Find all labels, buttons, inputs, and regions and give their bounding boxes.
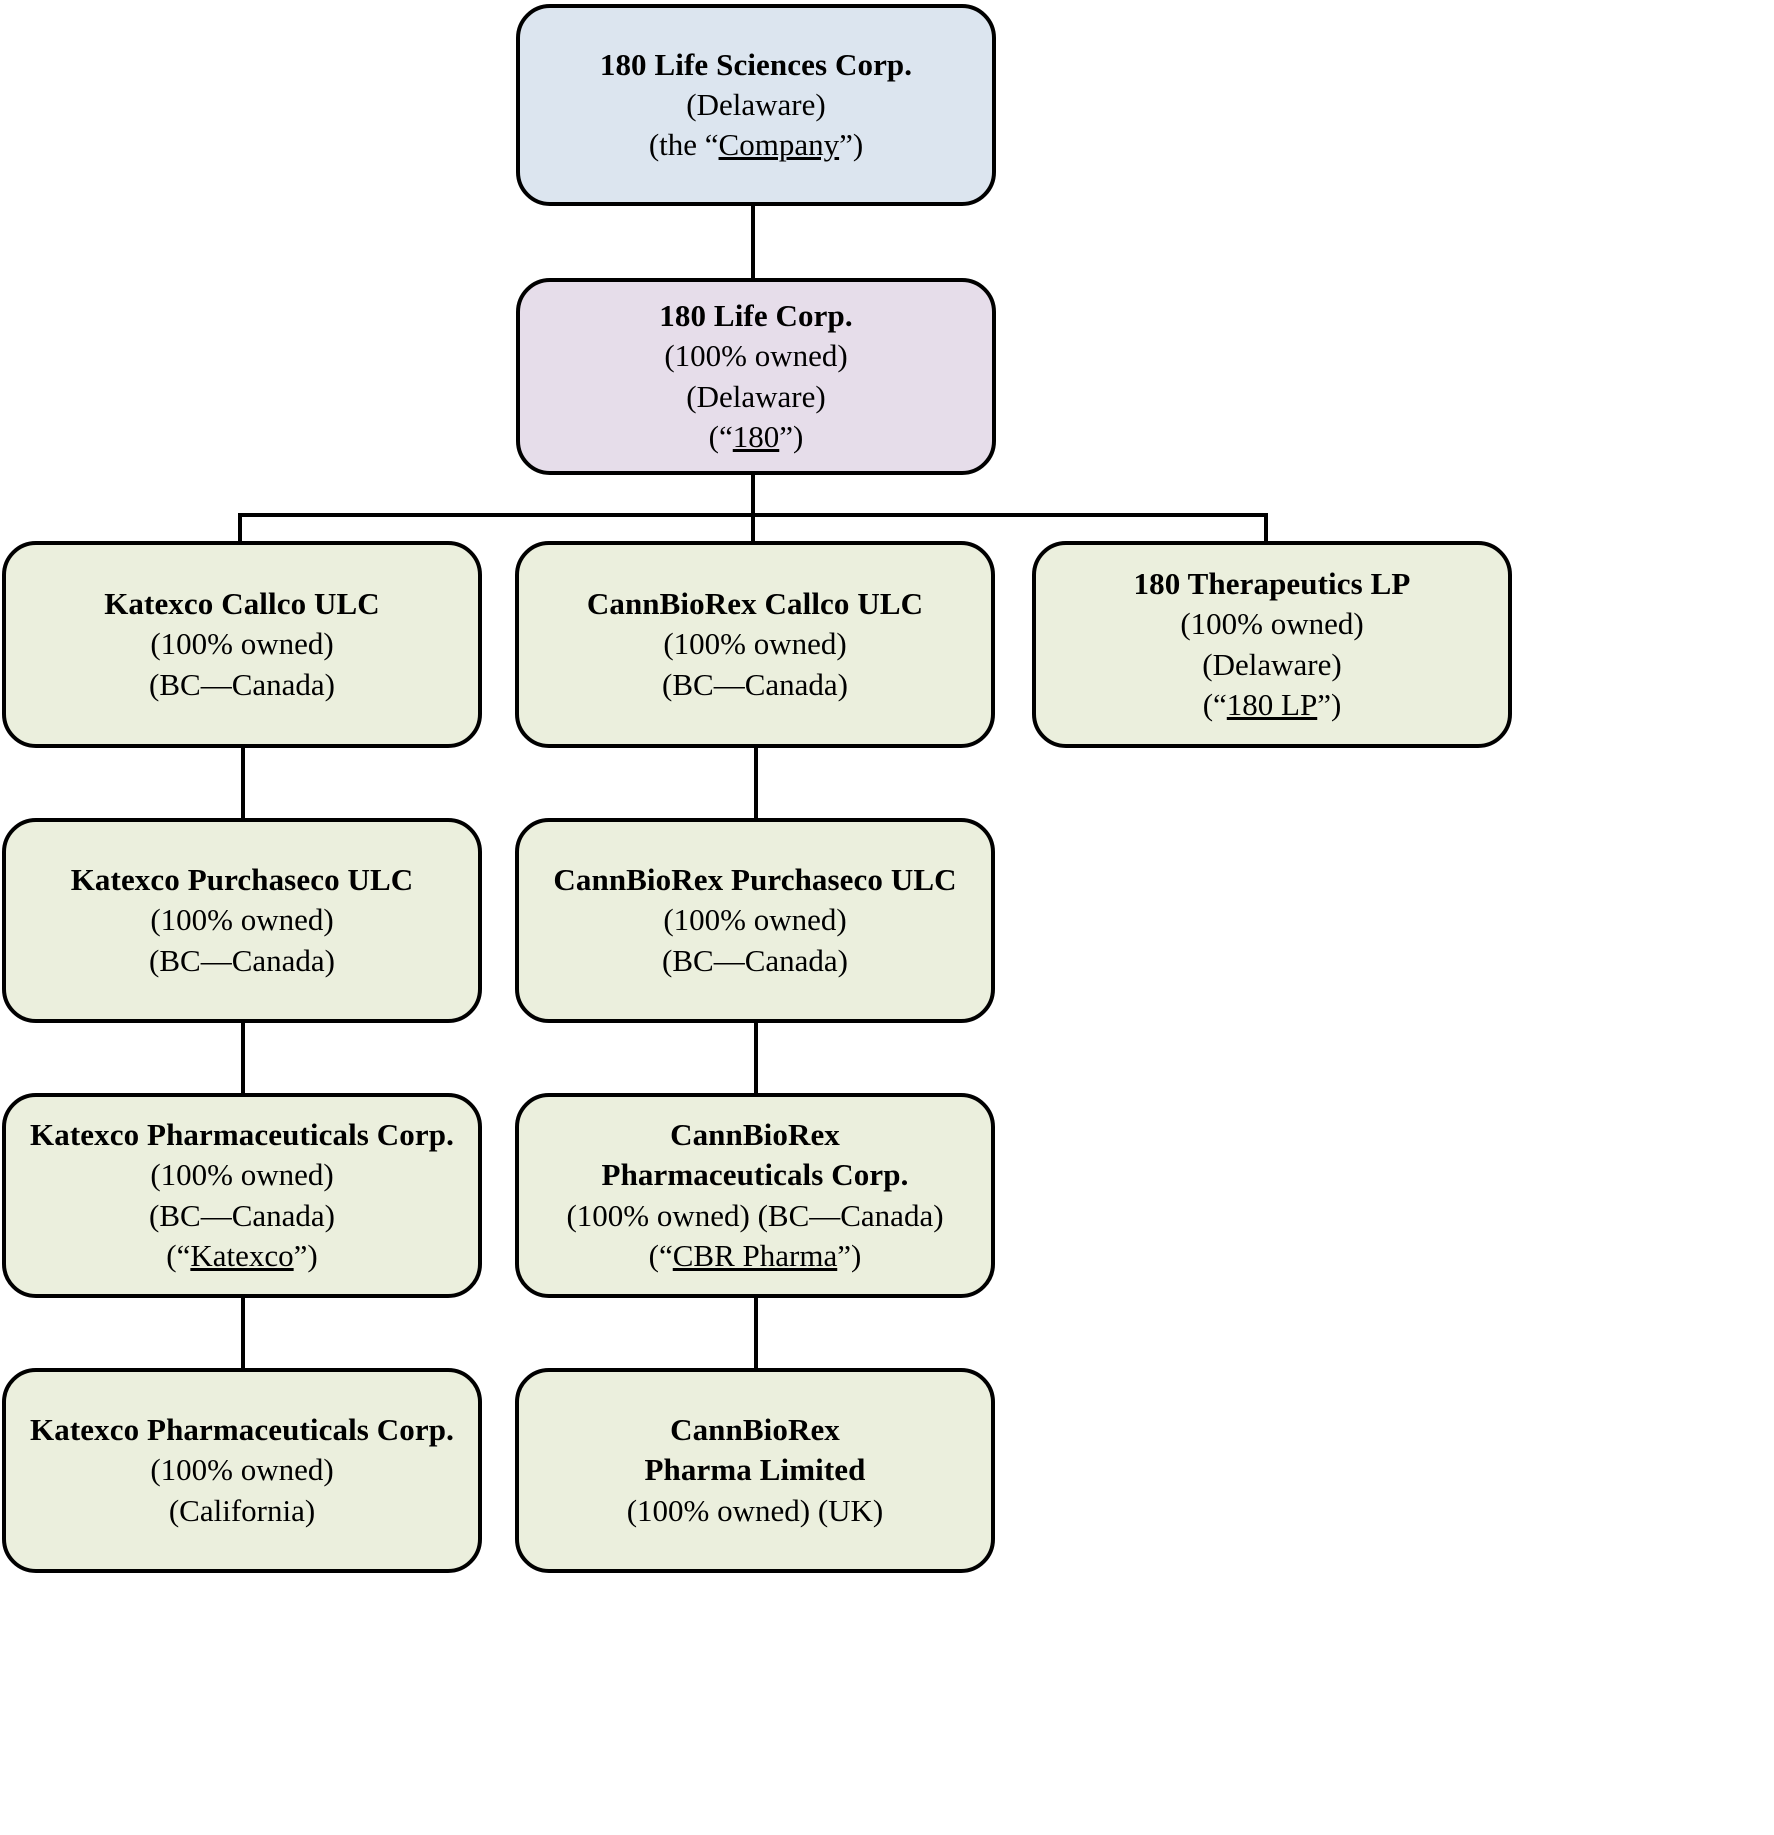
node-cannbiorex-callco-ulc[interactable]: CannBioRex Callco ULC (100% owned) (BC—C… bbox=[515, 541, 995, 748]
alias-suffix: ”) bbox=[779, 418, 804, 454]
node-title: CannBioRex Purchaseco ULC bbox=[553, 862, 957, 898]
node-title: Katexco Pharmaceuticals Corp. bbox=[30, 1412, 454, 1448]
connector-bus-to-katexco-callco bbox=[238, 513, 242, 543]
connector-cannbiorex-callco-to-purchaseco bbox=[754, 746, 758, 820]
node-jurisdiction: (BC—Canada) bbox=[149, 666, 335, 702]
node-ownership: (100% owned) bbox=[663, 626, 847, 662]
node-alias: (“180”) bbox=[709, 417, 804, 457]
node-katexco-pharmaceuticals-corp-bc[interactable]: Katexco Pharmaceuticals Corp. (100% owne… bbox=[2, 1093, 482, 1298]
node-title: 180 Therapeutics LP bbox=[1133, 565, 1411, 601]
alias-prefix: (the “ bbox=[648, 127, 719, 163]
node-180-therapeutics-lp[interactable]: 180 Therapeutics LP (100% owned) (Delawa… bbox=[1032, 541, 1512, 748]
alias-text: 180 bbox=[732, 418, 780, 454]
node-ownership: (100% owned) bbox=[150, 1157, 334, 1193]
alias-prefix: (“ bbox=[1202, 686, 1227, 722]
node-cannbiorex-pharmaceuticals-corp[interactable]: CannBioRex Pharmaceuticals Corp. (100% o… bbox=[515, 1093, 995, 1298]
node-ownership-jurisdiction: (100% owned) (BC—Canada) bbox=[566, 1197, 944, 1233]
node-ownership: (100% owned) bbox=[1180, 606, 1364, 642]
node-jurisdiction: (Delaware) bbox=[686, 86, 826, 122]
alias-suffix: ”) bbox=[293, 1237, 318, 1273]
connector-katexco-callco-to-purchaseco bbox=[241, 746, 245, 820]
connector-cannbiorex-purchaseco-to-pharma bbox=[754, 1021, 758, 1095]
node-ownership-jurisdiction: (100% owned) (UK) bbox=[626, 1492, 884, 1528]
node-cannbiorex-purchaseco-ulc[interactable]: CannBioRex Purchaseco ULC (100% owned) (… bbox=[515, 818, 995, 1023]
node-ownership: (100% owned) bbox=[150, 626, 334, 662]
node-title: 180 Life Corp. bbox=[659, 297, 853, 333]
node-title-line-1: CannBioRex bbox=[670, 1116, 840, 1152]
connector-bus-to-cannbiorex-callco bbox=[751, 513, 755, 543]
node-ownership: (100% owned) bbox=[150, 1452, 334, 1488]
node-jurisdiction: (Delaware) bbox=[1202, 646, 1342, 682]
alias-suffix: ”) bbox=[1317, 686, 1342, 722]
node-jurisdiction: (California) bbox=[168, 1492, 316, 1528]
connector-katexco-pharma-bc-to-pharma-ca bbox=[241, 1296, 245, 1370]
alias-prefix: (“ bbox=[166, 1237, 191, 1273]
connector-katexco-purchaseco-to-pharma-bc bbox=[241, 1021, 245, 1095]
alias-text: Company bbox=[718, 127, 840, 163]
node-alias: (“180 LP”) bbox=[1203, 685, 1342, 725]
connector-bus-to-therapeutics-lp bbox=[1264, 513, 1268, 543]
node-title: 180 Life Sciences Corp. bbox=[599, 46, 913, 82]
node-jurisdiction: (BC—Canada) bbox=[149, 1197, 335, 1233]
node-jurisdiction: (Delaware) bbox=[686, 378, 826, 414]
node-title-line-2: Pharma Limited bbox=[644, 1452, 866, 1488]
node-180-life-sciences-corp[interactable]: 180 Life Sciences Corp. (Delaware) (the … bbox=[516, 4, 996, 206]
node-title: Katexco Pharmaceuticals Corp. bbox=[30, 1116, 454, 1152]
node-title: Katexco Callco ULC bbox=[104, 586, 380, 622]
node-ownership: (100% owned) bbox=[663, 902, 847, 938]
connector-cannbiorex-pharma-to-pharma-ltd bbox=[754, 1296, 758, 1370]
alias-suffix: ”) bbox=[839, 127, 864, 163]
node-alias: (“Katexco”) bbox=[166, 1236, 317, 1276]
alias-text: 180 LP bbox=[1226, 686, 1318, 722]
node-jurisdiction: (BC—Canada) bbox=[149, 942, 335, 978]
alias-text: CBR Pharma bbox=[672, 1237, 838, 1273]
node-cannbiorex-pharma-limited[interactable]: CannBioRex Pharma Limited (100% owned) (… bbox=[515, 1368, 995, 1573]
alias-suffix: ”) bbox=[837, 1237, 862, 1273]
node-180-life-corp[interactable]: 180 Life Corp. (100% owned) (Delaware) (… bbox=[516, 278, 996, 475]
node-ownership: (100% owned) bbox=[150, 902, 334, 938]
alias-prefix: (“ bbox=[708, 418, 733, 454]
connector-root-to-life-corp bbox=[751, 204, 755, 280]
connector-life-corp-to-bus bbox=[751, 473, 755, 517]
node-katexco-purchaseco-ulc[interactable]: Katexco Purchaseco ULC (100% owned) (BC—… bbox=[2, 818, 482, 1023]
node-title: CannBioRex Callco ULC bbox=[586, 586, 924, 622]
node-jurisdiction: (BC—Canada) bbox=[662, 666, 848, 702]
node-title-line-2: Pharmaceuticals Corp. bbox=[601, 1157, 909, 1193]
node-katexco-callco-ulc[interactable]: Katexco Callco ULC (100% owned) (BC—Cana… bbox=[2, 541, 482, 748]
alias-text: Katexco bbox=[190, 1237, 294, 1273]
node-title: Katexco Purchaseco ULC bbox=[70, 862, 414, 898]
alias-prefix: (“ bbox=[648, 1237, 673, 1273]
node-alias: (the “Company”) bbox=[649, 125, 863, 165]
node-ownership: (100% owned) bbox=[664, 338, 848, 374]
node-jurisdiction: (BC—Canada) bbox=[662, 942, 848, 978]
node-alias: (“CBR Pharma”) bbox=[649, 1236, 862, 1276]
node-katexco-pharmaceuticals-corp-ca[interactable]: Katexco Pharmaceuticals Corp. (100% owne… bbox=[2, 1368, 482, 1573]
node-title-line-1: CannBioRex bbox=[670, 1412, 840, 1448]
